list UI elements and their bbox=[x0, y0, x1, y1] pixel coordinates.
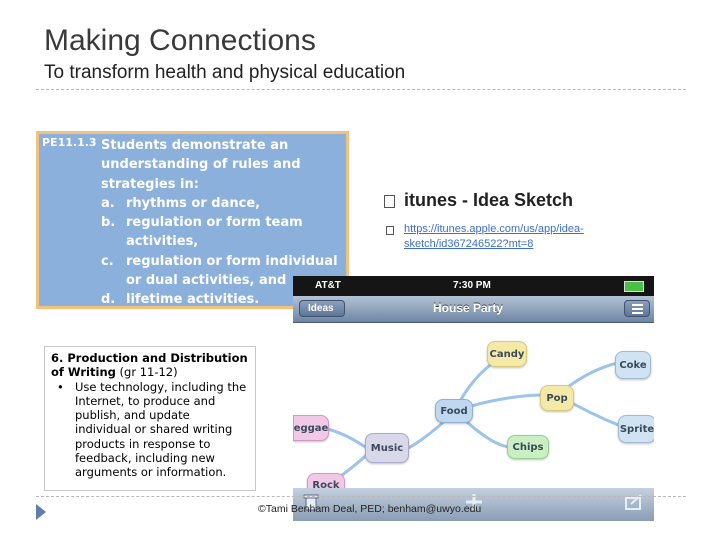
writing-bullet: • Use technology, including the Internet… bbox=[51, 380, 249, 480]
status-bar: AT&T 7:30 PM bbox=[293, 276, 654, 296]
slide-title: Making Connections bbox=[44, 24, 316, 57]
idea-sketch-screenshot: Candy Coke Pop Food Sprite eggae Music C… bbox=[293, 276, 654, 521]
list-icon-line bbox=[632, 312, 643, 314]
writing-heading-bold: 6. Production and Distribution of Writin… bbox=[51, 351, 248, 380]
writing-heading-grade: (gr 11-12) bbox=[115, 365, 178, 380]
itunes-link[interactable]: https://itunes.apple.com/us/app/idea-ske… bbox=[404, 223, 584, 250]
node-candy[interactable]: Candy bbox=[487, 341, 527, 367]
itunes-link-bullet: https://itunes.apple.com/us/app/idea-ske… bbox=[386, 222, 611, 252]
standard-item-text: lifetime activities. bbox=[126, 292, 260, 308]
standard-text: Students demonstrate an understanding of… bbox=[101, 136, 346, 310]
slide-marker-triangle-icon bbox=[36, 504, 46, 520]
standard-item-text: regulation or form team activities, bbox=[126, 215, 303, 250]
standard-item-label: a. bbox=[101, 195, 115, 211]
standard-code: PE11.1.3 bbox=[42, 136, 97, 149]
node-chips[interactable]: Chips bbox=[507, 435, 549, 459]
standard-item-label: b. bbox=[101, 215, 116, 231]
carrier-label: AT&T bbox=[315, 280, 341, 291]
nav-title: House Party bbox=[433, 301, 504, 315]
node-music[interactable]: Music bbox=[365, 433, 409, 463]
standard-item-text: rhythms or dance, bbox=[126, 195, 261, 211]
standard-item: b. regulation or form team activities, bbox=[101, 213, 346, 252]
itunes-bullet: itunes - Idea Sketch bbox=[384, 190, 573, 211]
standard-item: d. lifetime activities. bbox=[101, 290, 346, 309]
nav-bar: Ideas House Party bbox=[293, 296, 654, 323]
share-icon bbox=[625, 494, 642, 510]
clock-label: 7:30 PM bbox=[453, 280, 491, 291]
itunes-bullet-text: itunes - Idea Sketch bbox=[404, 190, 574, 210]
standard-item: a. rhythms or dance, bbox=[101, 194, 346, 213]
node-food[interactable]: Food bbox=[435, 399, 473, 423]
slide-footer: ©Tami Benham Deal, PED; benham@uwyo.edu bbox=[258, 503, 482, 515]
standard-intro: Students demonstrate an understanding of… bbox=[101, 138, 301, 192]
list-icon-line bbox=[632, 304, 643, 306]
battery-icon bbox=[624, 281, 644, 292]
bullet-box-icon bbox=[386, 226, 394, 235]
connector-music-reggae bbox=[321, 426, 373, 453]
standard-panel: PE11.1.3 Students demonstrate an underst… bbox=[36, 131, 349, 309]
writing-bullet-text: Use technology, including the Internet, … bbox=[75, 379, 247, 480]
standard-item-label: c. bbox=[101, 253, 114, 269]
bullet-dot-icon: • bbox=[57, 379, 64, 394]
bottom-toolbar bbox=[293, 488, 654, 521]
standard-item: c. regulation or form individual or dual… bbox=[101, 252, 346, 291]
writing-heading: 6. Production and Distribution of Writin… bbox=[51, 351, 249, 380]
ideas-back-button[interactable]: Ideas bbox=[299, 300, 345, 317]
list-view-button[interactable] bbox=[624, 300, 650, 317]
bullet-box-icon bbox=[384, 194, 395, 208]
writing-standard-box: 6. Production and Distribution of Writin… bbox=[44, 346, 256, 491]
standard-item-label: d. bbox=[101, 292, 116, 308]
node-reggae[interactable]: eggae bbox=[293, 415, 329, 441]
list-icon-line bbox=[632, 308, 643, 310]
slide-subtitle: To transform health and physical educati… bbox=[44, 62, 406, 83]
node-sprite[interactable]: Sprite bbox=[618, 415, 654, 443]
node-pop[interactable]: Pop bbox=[540, 385, 574, 411]
top-divider bbox=[36, 89, 686, 90]
bottom-divider bbox=[36, 496, 686, 497]
node-coke[interactable]: Coke bbox=[615, 351, 651, 379]
standard-item-text: regulation or form individual or dual ac… bbox=[126, 253, 338, 289]
